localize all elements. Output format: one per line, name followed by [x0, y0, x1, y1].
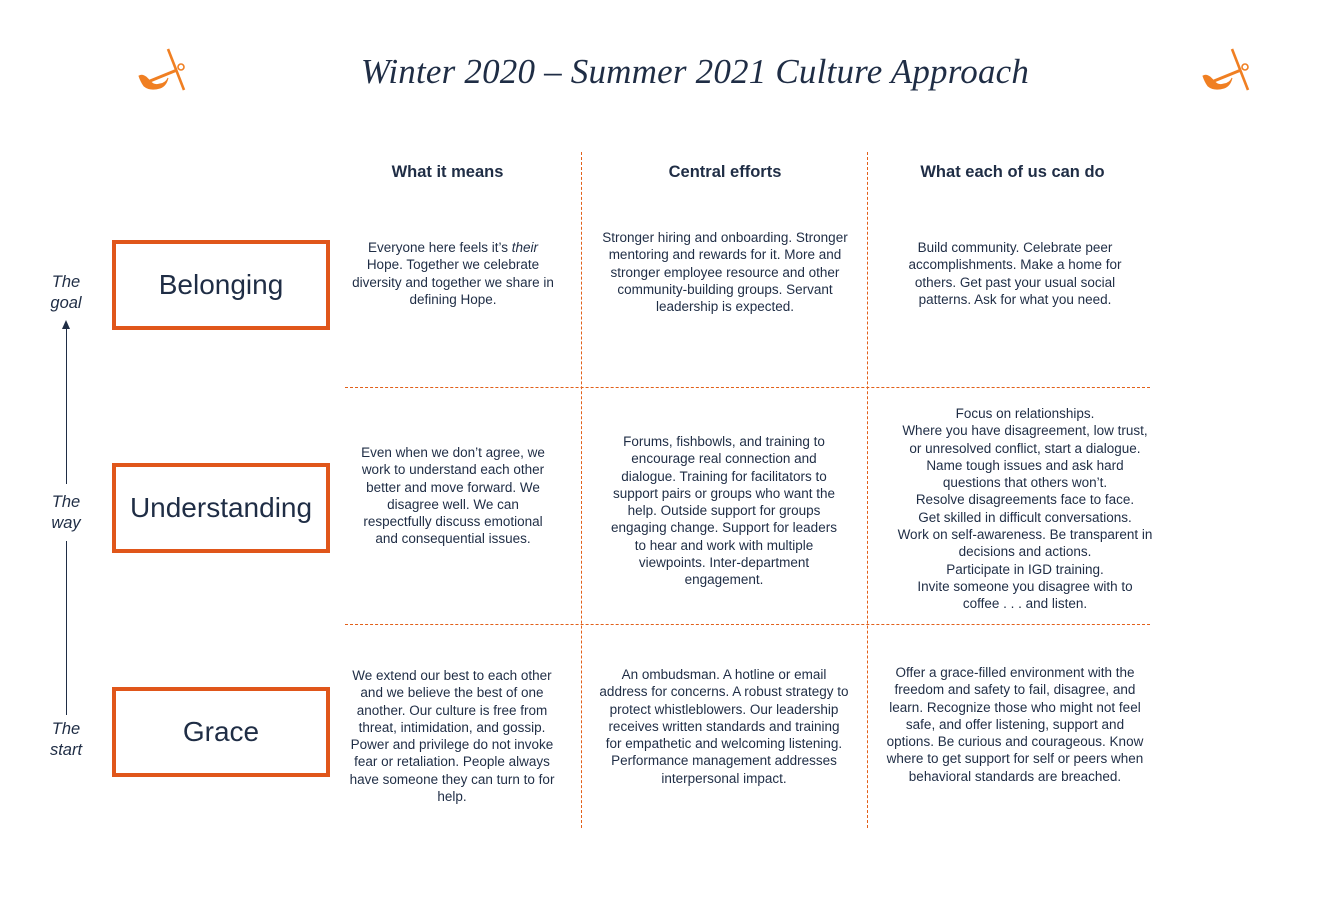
column-header-central-efforts: Central efforts [668, 163, 782, 181]
anchor-icon [138, 48, 186, 91]
cell-grace-means: We extend our best to each other and we … [349, 668, 555, 805]
column-header-what-each-of-us-can-do: What each of us can do [920, 163, 1105, 181]
row-label-belonging: Belonging [112, 240, 330, 330]
progress-axis-line [66, 541, 67, 715]
cell-grace-each: Offer a grace-filled environment with th… [886, 665, 1144, 784]
row-divider [345, 624, 1150, 625]
cell-understanding-each: Focus on relationships. Where you have d… [897, 406, 1153, 612]
cell-belonging-each: Build community. Celebrate peer accompli… [908, 240, 1122, 307]
arrow-up-icon [62, 320, 70, 329]
cell-grace-efforts: An ombudsman. A hotline or email address… [599, 667, 849, 786]
page-title: Winter 2020 – Summer 2021 Culture Approa… [360, 52, 1030, 91]
cell-understanding-efforts: Forums, fishbowls, and training to encou… [611, 434, 837, 588]
column-divider [581, 152, 582, 828]
anchor-icon [1202, 48, 1250, 91]
progress-axis-line [66, 328, 67, 484]
column-header-what-it-means: What it means [391, 163, 504, 181]
stage-label-goal: The goal [50, 273, 82, 312]
column-divider [867, 152, 868, 828]
stage-label-way: The way [51, 493, 81, 532]
cell-belonging-efforts: Stronger hiring and onboarding. Stronger… [602, 230, 848, 315]
stage-label-start: The start [49, 720, 83, 759]
cell-understanding-means: Even when we don’t agree, we work to und… [361, 445, 545, 547]
row-label-understanding: Understanding [112, 463, 330, 553]
row-divider [345, 387, 1150, 388]
cell-belonging-means: Everyone here feels it’s their Hope. Tog… [352, 240, 554, 307]
row-label-grace: Grace [112, 687, 330, 777]
